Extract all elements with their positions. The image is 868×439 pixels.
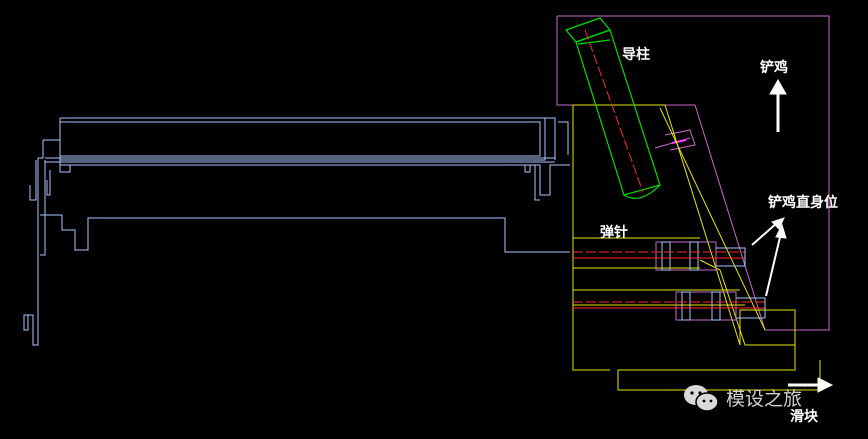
guide-pillar-centerline — [584, 29, 644, 193]
shovel-straight-label: 铲鸡直身位 — [768, 195, 838, 211]
spring-pin-upper — [573, 241, 746, 271]
straight-position-pointer-arrows — [751, 217, 787, 297]
wechat-icon — [684, 385, 719, 412]
shovel-block — [556, 15, 830, 331]
shovel-direction-arrow — [769, 78, 787, 132]
guide-pillar-label: 导柱 — [622, 47, 650, 63]
shovel-chicken-label: 铲鸡 — [760, 60, 788, 76]
slider-body — [572, 104, 821, 391]
spring-pin-lower — [573, 291, 766, 321]
slider-direction-arrow — [788, 377, 834, 393]
guide-pillar — [564, 17, 661, 199]
watermark-text: 模设之旅 — [726, 388, 803, 410]
slider-label: 滑块 — [790, 409, 818, 425]
spring-pin-label: 弹针 — [600, 225, 628, 241]
mold-part-outline — [23, 117, 570, 346]
